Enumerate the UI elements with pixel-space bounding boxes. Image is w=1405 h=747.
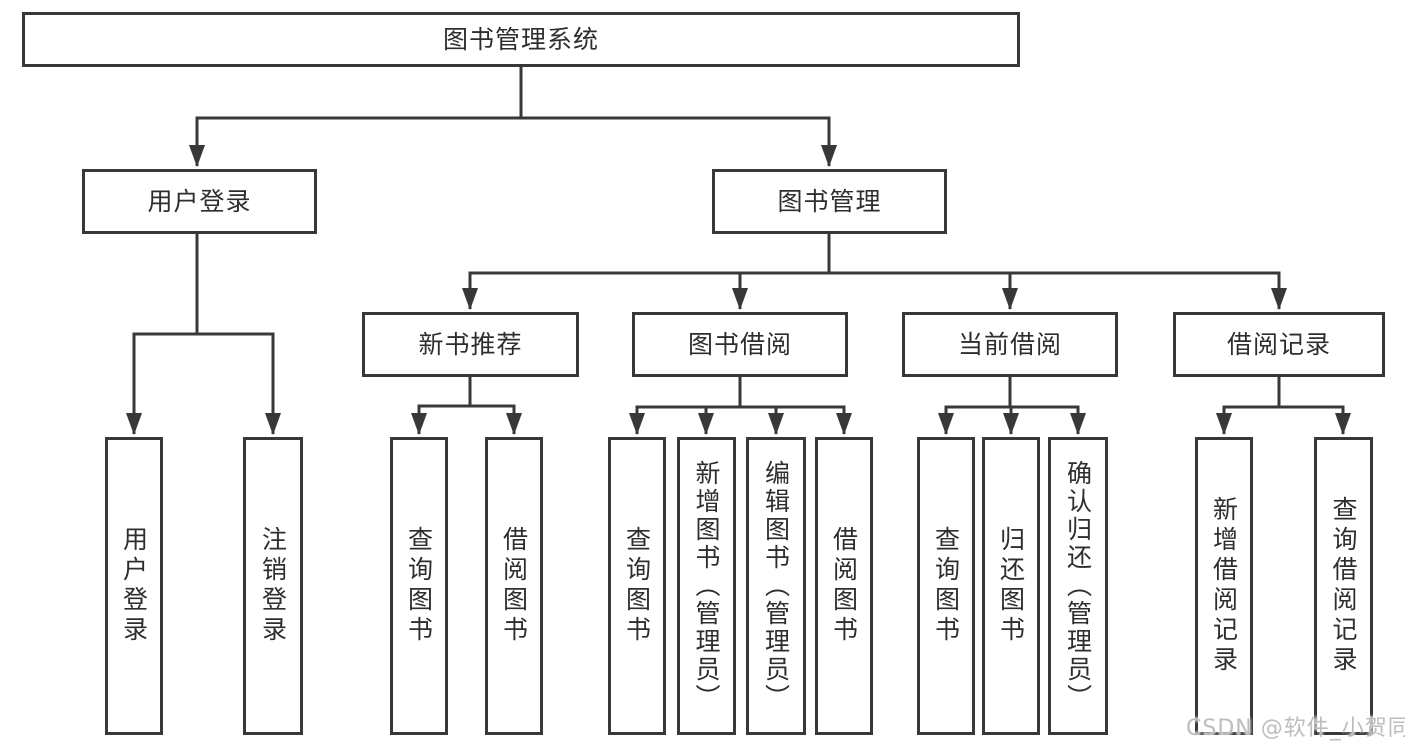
node-library-management-system: 图书管理系统 — [22, 12, 1020, 67]
leaf-user-login: 用户登录 — [105, 437, 163, 735]
leaf-query-books-3: 查询图书 — [917, 437, 975, 735]
leaf-borrow-books-1: 借阅图书 — [485, 437, 543, 735]
node-new-book-recommend: 新书推荐 — [362, 312, 579, 377]
node-user-login: 用户登录 — [82, 169, 317, 234]
node-borrowing-records: 借阅记录 — [1173, 312, 1385, 377]
leaf-edit-book-admin: 编辑图书（管理员） — [746, 437, 806, 735]
leaf-borrow-books-2: 借阅图书 — [815, 437, 873, 735]
leaf-query-borrow-record: 查询借阅记录 — [1314, 437, 1373, 735]
node-book-management: 图书管理 — [712, 169, 947, 234]
leaf-confirm-return-admin: 确认归还（管理员） — [1048, 437, 1108, 735]
node-current-borrowing: 当前借阅 — [902, 312, 1118, 377]
leaf-add-borrow-record: 新增借阅记录 — [1195, 437, 1253, 735]
leaf-query-books-2: 查询图书 — [608, 437, 666, 735]
leaf-query-books-1: 查询图书 — [390, 437, 448, 735]
leaf-logout-login: 注销登录 — [243, 437, 303, 735]
leaf-add-book-admin: 新增图书（管理员） — [677, 437, 736, 735]
watermark: CSDN @软件_小贺同学 — [1186, 716, 1405, 741]
node-book-borrowing: 图书借阅 — [632, 312, 848, 377]
leaf-return-book: 归还图书 — [982, 437, 1040, 735]
